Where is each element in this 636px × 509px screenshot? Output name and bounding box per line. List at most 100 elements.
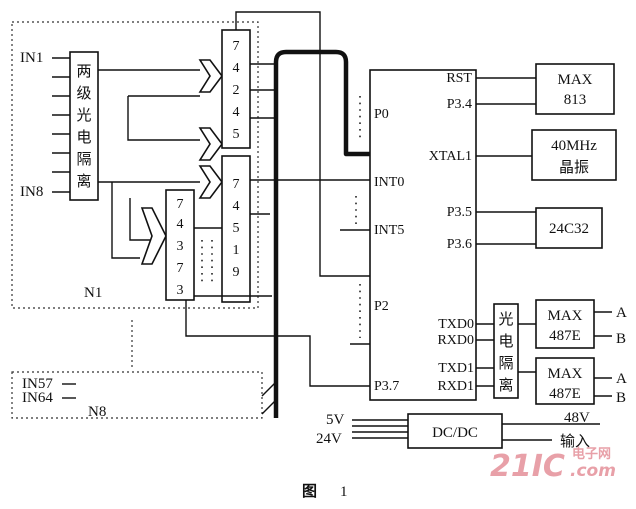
isolator-in-label: 两 级 光 电 隔 离 [76,62,91,190]
power-input-lines [352,419,408,439]
power-5v-label: 5V [326,412,345,428]
arrow-to-chip-b [198,165,223,199]
isolator-in-box [69,51,99,201]
svg-text:INT5: INT5 [374,223,404,238]
svg-text:4: 4 [233,105,240,120]
svg-text:9: 9 [233,265,240,280]
svg-text:2: 2 [233,83,240,98]
eeprom-chip [535,207,603,249]
crystal-box [531,129,617,181]
svg-text:P3.6: P3.6 [447,237,472,252]
svg-text:1: 1 [233,243,240,258]
input-in8-label: IN8 [20,184,43,200]
svg-text:两: 两 [76,62,91,80]
chip-74519-label: 7 4 5 1 9 [233,177,240,280]
isolator-to-chips-wiring [98,69,200,259]
svg-text:4: 4 [233,61,240,76]
group-n8-boundary [11,371,263,419]
chip-74519 [221,155,251,303]
bus-a-label-2: A [616,371,627,387]
svg-text:7: 7 [233,39,240,54]
svg-text:离: 离 [76,172,91,190]
max487e-1-label-line1: MAX [547,308,582,324]
svg-text:3: 3 [177,283,184,298]
bus-n8-tap [261,381,277,397]
max813-chip [535,63,615,115]
isolator-out-label: 光 电 隔 离 [498,310,513,394]
watermark-site: 电子网 [572,446,611,462]
power-24v-label: 24V [316,431,342,447]
chip-74373-label: 7 4 3 7 3 [177,197,184,298]
data-bus [273,49,370,418]
chip-74373 [165,189,195,301]
watermark-domain: .com [570,461,616,481]
input-in64-label: IN64 [22,390,53,406]
group-n8-label: N8 [88,404,106,420]
isolator-out-box [493,303,519,399]
svg-text:P3.4: P3.4 [447,97,472,112]
eeprom-label: 24C32 [549,221,589,237]
svg-text:7: 7 [177,197,184,212]
max487e-2-label-line2: 487E [549,386,581,402]
figure-caption-prefix: 图 [302,482,317,500]
svg-text:4: 4 [177,217,184,232]
svg-text:P2: P2 [374,299,389,314]
svg-text:级: 级 [76,84,91,102]
max813-label-line2: 813 [564,92,587,108]
group-n1-label: N1 [84,285,102,301]
mcu-chip [369,69,477,401]
svg-text:RST: RST [446,71,472,86]
power-48v-label: 48V [564,410,590,426]
chip-bus-wiring [185,11,370,387]
svg-text:电: 电 [76,128,91,146]
mcu-left-pins: P0 INT0 INT5 P2 P3.7 [374,107,404,394]
input-lines [52,57,70,193]
svg-text:INT0: INT0 [374,175,404,190]
bus-n8-tap-2 [261,399,277,415]
svg-text:5: 5 [233,221,240,236]
svg-text:光: 光 [498,310,513,328]
mcu-right-pins: RST P3.4 XTAL1 P3.5 P3.6 TXD0 RXD0 TXD1 … [429,71,474,394]
bus-b-label-2: B [616,390,626,406]
dcdc-label: DC/DC [432,425,478,441]
svg-text:TXD1: TXD1 [438,361,474,376]
crystal-label-line2: 晶振 [559,158,589,176]
rs485-wiring [594,311,612,397]
svg-text:P0: P0 [374,107,389,122]
arrow-to-chip-a-lower [198,127,223,161]
max487e-chip-2 [535,357,595,405]
svg-text:XTAL1: XTAL1 [429,149,472,164]
svg-text:7: 7 [233,177,240,192]
dcdc-converter [407,413,503,449]
svg-text:电: 电 [498,332,513,350]
svg-text:P3.5: P3.5 [447,205,472,220]
figure-caption-number: 1 [340,484,348,500]
bus-b-label-1: B [616,331,626,347]
eeprom-wiring [476,211,536,245]
svg-text:隔: 隔 [498,354,513,372]
group-n1-boundary [11,21,259,309]
svg-text:隔: 隔 [76,150,91,168]
arrow-to-chip-a-upper [198,59,223,93]
input-in57-label: IN57 [22,376,53,392]
watermark-brand: 21IC [490,449,565,484]
svg-text:光: 光 [76,106,91,124]
bus-a-label-1: A [616,305,627,321]
chip-74245-label: 7 4 2 4 5 [233,39,240,142]
svg-text:5: 5 [233,127,240,142]
svg-text:P3.7: P3.7 [374,379,399,394]
svg-text:3: 3 [177,239,184,254]
arrow-to-chip-c [140,207,167,265]
svg-text:4: 4 [233,199,240,214]
max487e-1-label-line2: 487E [549,328,581,344]
max487e-chip-1 [535,299,595,349]
power-output-lines [502,423,600,441]
svg-text:离: 离 [498,376,513,394]
max813-label-line1: MAX [557,72,592,88]
svg-text:7: 7 [177,261,184,276]
crystal-label-line1: 40MHz [551,138,597,154]
max487e-2-label-line1: MAX [547,366,582,382]
max813-wiring [476,77,536,105]
isolator-out-wiring [476,323,536,387]
